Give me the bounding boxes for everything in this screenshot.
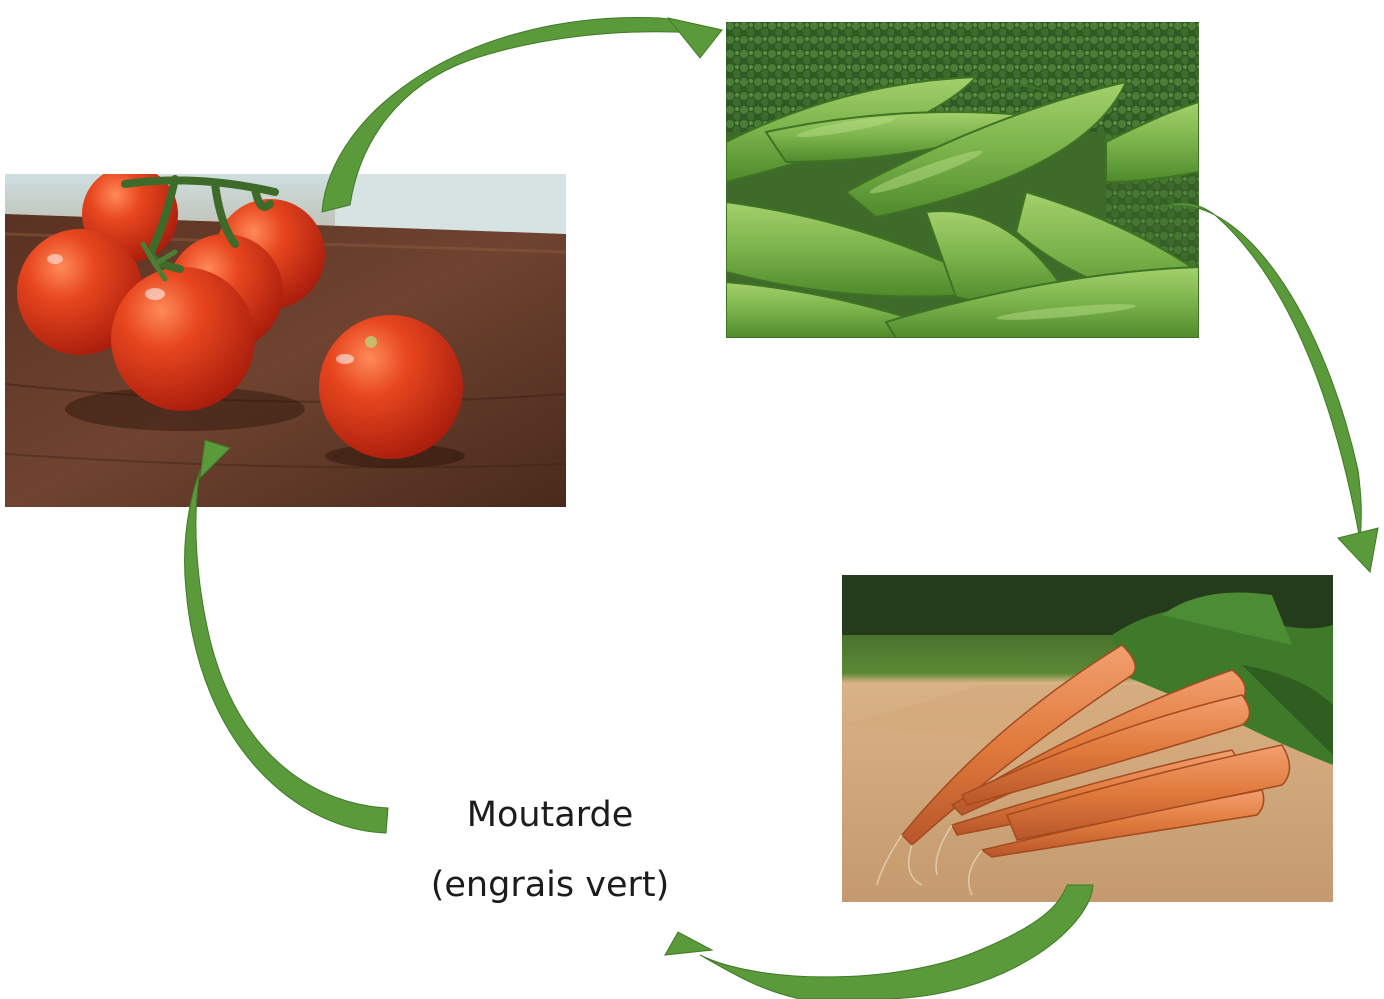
arrow-shaft — [322, 18, 700, 212]
mustard-subtitle: (engrais vert) — [380, 850, 720, 920]
arrow-head — [668, 18, 722, 58]
mustard-label: Moutarde (engrais vert) — [380, 780, 720, 920]
arrow-group — [185, 18, 1378, 999]
arrow-shaft — [1155, 203, 1361, 540]
arrow-head — [665, 932, 712, 955]
arrow-tomatoes-to-peas — [322, 18, 722, 212]
mustard-title: Moutarde — [380, 780, 720, 850]
arrow-shaft — [700, 885, 1093, 999]
arrow-shaft — [185, 470, 388, 833]
arrow-mustard-to-tomatoes — [185, 440, 388, 833]
arrow-head — [1338, 528, 1378, 572]
arrow-peas-to-carrots — [1155, 203, 1378, 572]
arrow-head — [200, 440, 230, 478]
arrow-carrots-to-mustard — [665, 885, 1093, 999]
